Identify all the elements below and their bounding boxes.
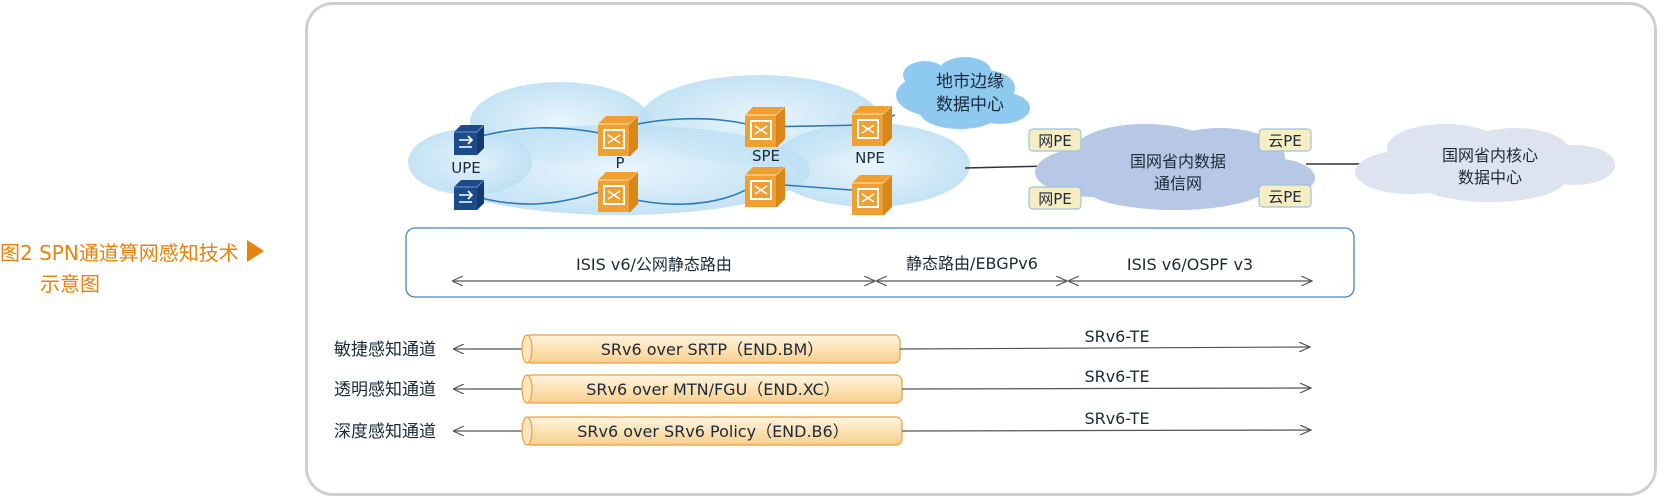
te-label-transparent: SRv6-TE [1084,367,1149,386]
tunnel-label-agile: SRv6 over SRTP（END.BM） [601,340,824,359]
tunnel-label-deep: SRv6 over SRv6 Policy（END.B6） [577,422,848,441]
caption-arrow-icon [246,240,264,262]
te-arrow-deep [901,430,1311,431]
tunnel-label-transparent: SRv6 over MTN/FGU（END.XC） [586,380,839,399]
tunnel-end-deep [521,416,533,446]
spe-label: SPE [752,147,780,165]
cloud-pe-label-bottom: 云PE [1268,188,1302,206]
province-net-label-2: 通信网 [1154,174,1202,193]
figure-caption: 图2 SPN通道算网感知技术 示意图 [0,238,300,300]
net-pe-label-top: 网PE [1038,132,1072,150]
protocol-segment-3-label: ISIS v6/OSPF v3 [1127,255,1253,274]
edge-dc-label-1: 地市边缘 [936,72,1004,92]
spe-router-bottom-icon [744,164,790,208]
net-pe-tag-bottom: 网PE [1028,186,1082,210]
te-arrow-agile [899,347,1310,349]
npe-label: NPE [855,149,885,167]
caption-line1: 图2 SPN通道算网感知技术 [0,241,239,265]
upe-router-bottom-icon [453,179,485,211]
p-label: P [615,154,624,172]
p-router-top-icon [597,113,643,157]
tunnel-end-agile [521,334,533,364]
npe-router-bottom-icon [851,172,897,216]
protocol-box [405,227,1355,298]
tunnel-end-transparent [521,374,533,404]
edge-dc-label-2: 数据中心 [936,95,1004,115]
protocol-segment-1-label: ISIS v6/公网静态路由 [576,255,732,274]
upe-label: UPE [451,159,481,177]
core-dc-label-1: 国网省内核心 [1442,146,1538,165]
edge-dc-cloud: 地市边缘 数据中心 [896,57,1030,129]
channel-row-deep: 深度感知通道 SRv6 over SRv6 Policy（END.B6） SRv… [334,409,1311,446]
channel-name-transparent: 透明感知通道 [334,380,436,400]
npe-router-top-icon [851,103,897,147]
net-pe-label-bottom: 网PE [1038,190,1072,208]
core-dc-label-2: 数据中心 [1458,168,1522,187]
te-label-deep: SRv6-TE [1084,409,1149,428]
te-arrow-transparent [901,388,1311,389]
spn-cloud [408,75,970,215]
net-pe-tag-top: 网PE [1028,128,1082,152]
province-net-label-1: 国网省内数据 [1130,152,1226,171]
channel-row-agile: 敏捷感知通道 SRv6 over SRTP（END.BM） SRv6-TE [334,327,1310,364]
channel-name-deep: 深度感知通道 [334,422,436,442]
p-router-bottom-icon [597,169,643,213]
caption-line2: 示意图 [40,272,100,296]
province-net-cloud: 国网省内数据 通信网 [1035,124,1315,210]
diagram-frame [305,2,1657,496]
cloud-pe-tag-top: 云PE [1258,128,1312,152]
te-label-agile: SRv6-TE [1084,327,1149,346]
link-spn-province [964,165,1051,169]
upe-router-top-icon [453,124,485,156]
spe-router-top-icon [744,104,790,148]
channel-row-transparent: 透明感知通道 SRv6 over MTN/FGU（END.XC） SRv6-TE [334,367,1311,404]
protocol-segment-2-label: 静态路由/EBGPv6 [906,254,1038,273]
cloud-pe-label-top: 云PE [1268,132,1302,150]
channel-name-agile: 敏捷感知通道 [334,340,436,360]
cloud-pe-tag-bottom: 云PE [1258,184,1312,208]
core-dc-cloud: 国网省内核心 数据中心 [1355,124,1615,202]
